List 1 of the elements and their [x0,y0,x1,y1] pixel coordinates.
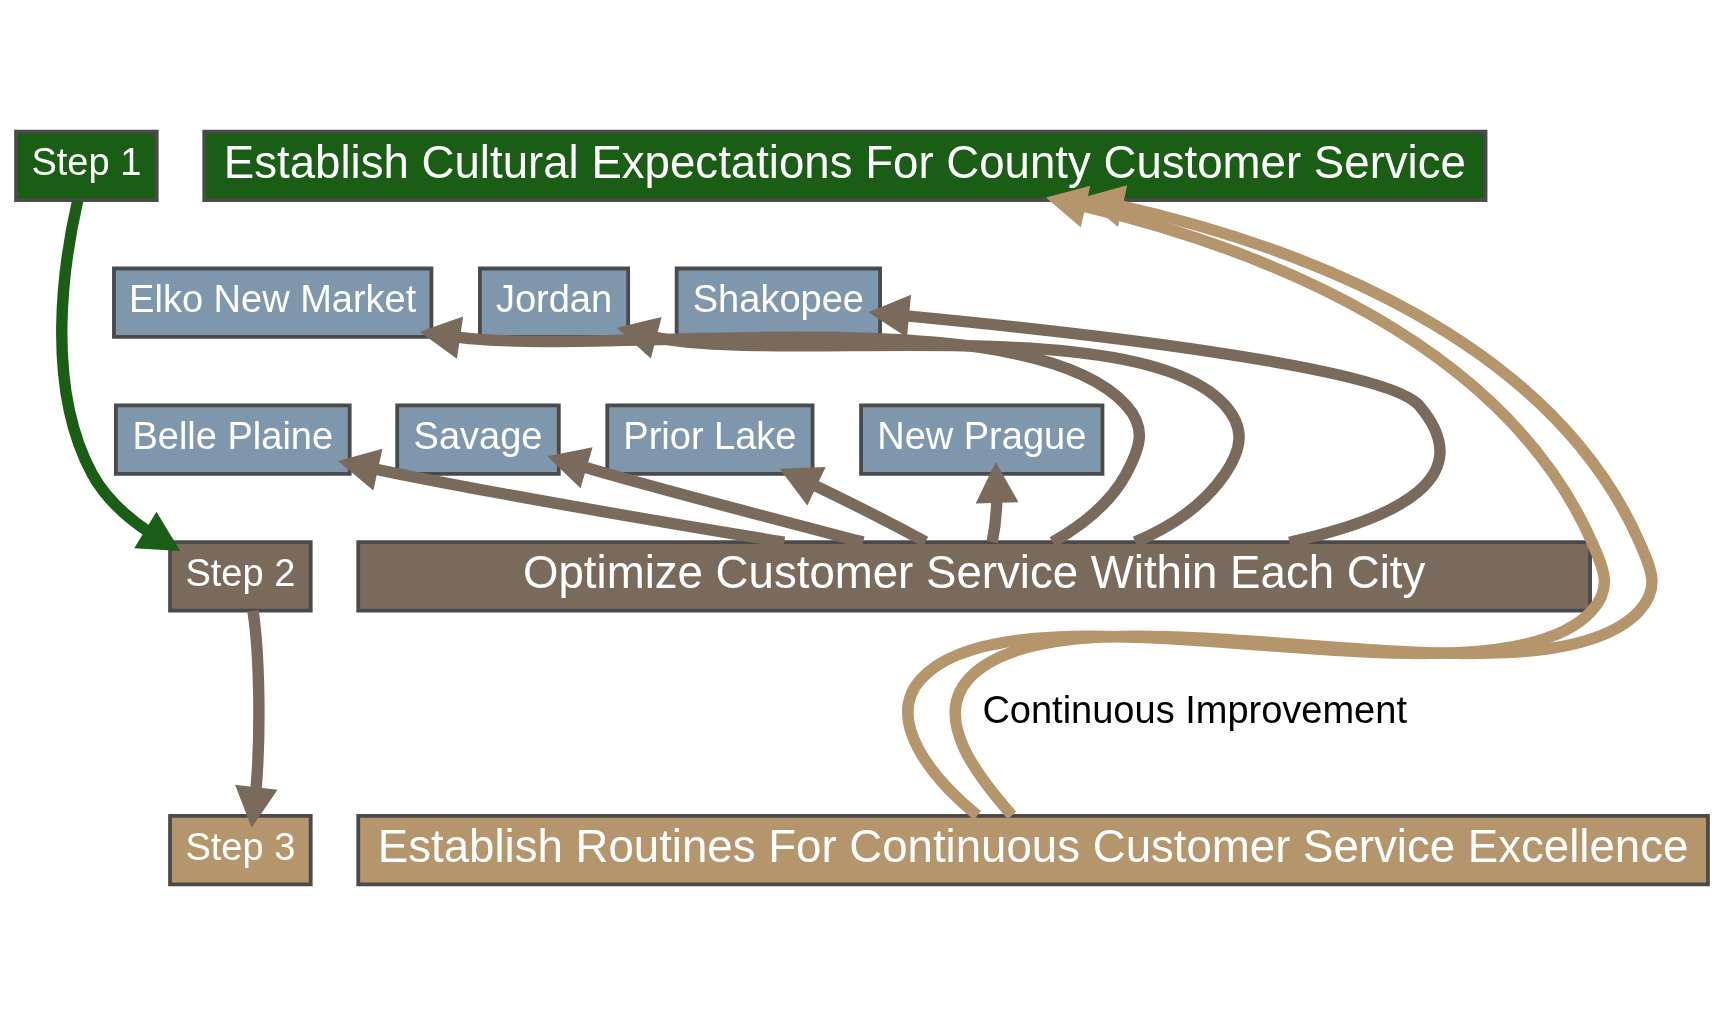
label: Continuous Improvement [982,688,1407,731]
